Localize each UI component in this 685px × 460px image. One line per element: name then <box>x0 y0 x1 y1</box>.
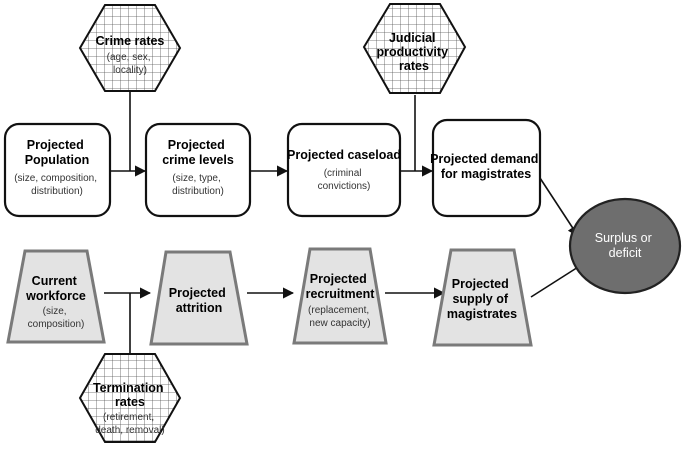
projected-crime-levels-box: Projected crime levels (size, type, dist… <box>144 122 252 218</box>
svg-text:Projected supply of: Projected supply of magistrates <box>447 277 517 321</box>
crime-rates-detail-2: locality) <box>113 65 147 76</box>
termination-rates-title-1: Termination <box>93 381 164 395</box>
supply-title-1: Projected <box>452 277 509 291</box>
judicial-rates-title-3: rates <box>399 59 429 73</box>
svg-text:(size, composition): (size, composition) <box>28 306 85 330</box>
termination-rates-title-2: rates <box>115 395 145 409</box>
svg-text:(retirement, death, remo: (retirement, death, removal) <box>95 412 164 436</box>
population-detail-2: distribution) <box>31 186 83 197</box>
population-title-1: Projected <box>27 138 84 152</box>
svg-text:Crime rates: Crime rates <box>96 34 165 48</box>
projected-caseload-box: Projected caseload (criminal convictions… <box>286 122 402 218</box>
projected-recruitment-trapezoid: Projected recruitment (replacement, new … <box>292 247 388 345</box>
svg-text:(criminal convictions): (criminal convictions) <box>318 168 371 192</box>
svg-text:(size, type, distributio: (size, type, distribution) <box>172 173 224 197</box>
crime-rates-hexagon: Crime rates (age, sex, locality) <box>78 4 182 92</box>
demand-title-2: for magistrates <box>441 167 531 181</box>
svg-text:Projected recruitment: Projected recruitment <box>306 272 376 301</box>
recruitment-title-2: recruitment <box>306 287 376 301</box>
recruitment-detail-1: (replacement, <box>308 305 369 316</box>
population-title-2: Population <box>25 153 90 167</box>
svg-text:Judicial productivity: Judicial productivity rates <box>376 31 451 73</box>
svg-text:(age, sex, locality): (age, sex, locality) <box>107 52 154 76</box>
projected-supply-trapezoid: Projected supply of magistrates <box>432 248 533 347</box>
attrition-title-2: attrition <box>176 301 223 315</box>
judicial-productivity-hexagon: Judicial productivity rates <box>362 3 467 94</box>
svg-text:Current workforce: Current workforce <box>25 274 86 303</box>
recruitment-title-1: Projected <box>310 272 367 286</box>
attrition-title-1: Projected <box>169 286 226 300</box>
crime-levels-title-1: Projected <box>168 138 225 152</box>
svg-text:Surplus or deficit: Surplus or deficit <box>595 231 655 260</box>
svg-text:(size, composition, dist: (size, composition, distribution) <box>14 173 100 197</box>
demand-to-outcome-arrow <box>539 177 579 237</box>
svg-text:Projected Population: Projected Population <box>25 138 90 167</box>
caseload-title: Projected caseload <box>287 148 401 162</box>
workforce-detail-2: composition) <box>28 319 85 330</box>
crime-rates-title: Crime rates <box>96 34 165 48</box>
outcome-title-2: deficit <box>609 246 642 260</box>
termination-rates-hexagon: Termination rates (retirement, death, re… <box>78 353 182 443</box>
svg-text:Projected attrition: Projected attrition <box>169 286 229 315</box>
crime-rates-detail-1: (age, sex, <box>107 52 151 63</box>
svg-text:Termination rates: Termination rates <box>93 381 167 409</box>
workforce-detail-1: (size, <box>43 306 67 317</box>
connectors <box>104 90 587 372</box>
svg-text:Projected caseload: Projected caseload <box>287 148 401 162</box>
projected-demand-box: Projected demand for magistrates <box>430 118 542 218</box>
termination-rates-detail-2: death, removal) <box>95 425 164 436</box>
supply-title-2: supply of <box>452 292 508 306</box>
recruitment-detail-2: new capacity) <box>309 318 370 329</box>
workforce-title-1: Current <box>32 274 78 288</box>
outcome-title-1: Surplus or <box>595 231 652 245</box>
svg-text:Projected demand for ma: Projected demand for magistrates <box>430 152 542 181</box>
svg-text:(replacement, new capaci: (replacement, new capacity) <box>308 305 372 329</box>
caseload-detail-1: (criminal <box>324 168 362 179</box>
crime-levels-detail-1: (size, type, <box>172 173 220 184</box>
judicial-rates-title-1: Judicial <box>389 31 436 45</box>
projected-attrition-trapezoid: Projected attrition <box>149 250 249 346</box>
projected-population-box: Projected Population (size, composition,… <box>3 122 112 218</box>
termination-rates-detail-1: (retirement, <box>103 412 154 423</box>
crime-levels-title-2: crime levels <box>162 153 234 167</box>
caseload-detail-2: convictions) <box>318 181 371 192</box>
current-workforce-trapezoid: Current workforce (size, composition) <box>6 249 106 344</box>
workforce-title-2: workforce <box>25 289 86 303</box>
population-detail-1: (size, composition, <box>14 173 97 184</box>
supply-title-3: magistrates <box>447 307 517 321</box>
crime-levels-detail-2: distribution) <box>172 186 224 197</box>
demand-title-1: Projected demand <box>430 152 538 166</box>
judicial-rates-title-2: productivity <box>376 45 448 59</box>
surplus-or-deficit-ellipse: Surplus or deficit <box>568 197 682 295</box>
svg-text:Projected crime levels: Projected crime levels <box>162 138 234 167</box>
